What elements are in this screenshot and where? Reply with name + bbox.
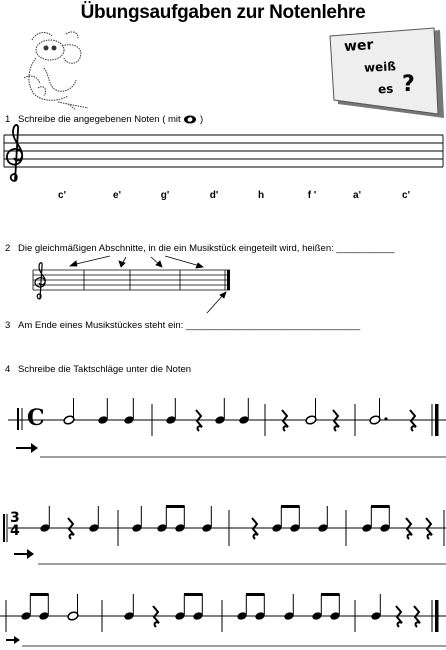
arrow-right-icon <box>16 443 38 453</box>
question-4: 4 Schreibe die Taktschläge unter die Note… <box>5 364 191 375</box>
final-barline <box>435 600 439 632</box>
treble-clef-icon <box>6 124 24 182</box>
arrow-right-icon <box>6 636 20 644</box>
answer-blank: _________________________________ <box>185 320 361 331</box>
question-1: 1 Schreibe die angegebenen Noten ( mit ) <box>5 114 203 125</box>
answer-blank: ___________ <box>336 243 395 254</box>
quarter-note-icon <box>318 506 328 532</box>
quarter-note-icon <box>284 594 294 620</box>
arrow-right-icon <box>14 549 34 559</box>
dotted-half-note-icon <box>369 398 388 425</box>
eighth-notes-beamed-icon <box>157 505 185 532</box>
quarter-note-icon <box>215 398 225 424</box>
note-name: g' <box>160 190 170 201</box>
quarter-rest-icon <box>332 409 340 432</box>
quarter-rest-icon <box>251 517 259 540</box>
half-note-icon <box>305 398 317 425</box>
quarter-note-icon <box>132 506 142 532</box>
quarter-rest-icon <box>67 517 75 540</box>
quarter-rest-icon <box>413 605 421 628</box>
question-3-text: Am Ende eines Musikstückes steht ein: <box>18 320 184 331</box>
quarter-note-icon <box>98 398 108 424</box>
note-name: c' <box>58 190 66 201</box>
question-mark: ? <box>402 72 415 97</box>
note-name: c' <box>402 190 410 201</box>
question-number: 1 <box>5 114 11 125</box>
question-2: 2 Die gleichmäßigen Abschnitte, in die ei… <box>5 243 395 254</box>
question-number: 2 <box>5 243 11 254</box>
arrows <box>68 255 227 314</box>
whole-note-icon <box>184 115 197 124</box>
question-1-text: Schreibe die angegebenen Noten ( mit <box>18 114 181 125</box>
quarter-note-icon <box>202 506 212 532</box>
quarter-rest-icon <box>409 409 417 432</box>
note-name: f ' <box>307 190 317 201</box>
quarter-rest-icon <box>195 409 203 432</box>
question-3: 3 Am Ende eines Musikstückes steht ein: _… <box>5 320 360 331</box>
question-number: 4 <box>5 364 11 375</box>
quarter-note-icon <box>89 506 99 532</box>
final-barline <box>435 404 439 436</box>
quarter-note-icon <box>166 398 176 424</box>
question-2-text: Die gleichmäßigen Abschnitte, in die ein… <box>18 243 334 254</box>
half-note-icon <box>63 398 75 425</box>
start-barline <box>3 514 5 542</box>
page-title: Übungsaufgaben zur Notenlehre <box>80 2 366 23</box>
eighth-notes-beamed-icon <box>362 505 390 532</box>
note-name: e' <box>113 190 121 201</box>
quarter-note-icon <box>239 398 249 424</box>
question-4-text: Schreibe die Taktschläge unter die Noten <box>18 364 192 375</box>
eighth-notes-beamed-icon <box>312 593 340 620</box>
question-1-text-end: ) <box>199 114 204 125</box>
note-name: d' <box>209 190 219 201</box>
note-name: h <box>257 190 265 201</box>
common-time-signature: C <box>27 405 45 431</box>
final-barline <box>227 270 230 290</box>
time-signature-top: 3 <box>10 510 20 526</box>
quarter-note-icon <box>40 506 50 532</box>
eighth-notes-beamed-icon <box>175 593 203 620</box>
quarter-note-icon <box>124 398 134 424</box>
quarter-rest-icon <box>281 409 289 432</box>
quarter-rest-icon <box>405 517 413 540</box>
time-signature-3-4: 3 4 <box>10 510 20 539</box>
quarter-rest-icon <box>152 605 160 628</box>
question-number: 3 <box>5 320 11 331</box>
note-name: a' <box>353 190 361 201</box>
half-note-icon <box>67 594 79 621</box>
time-signature-bottom: 4 <box>10 523 20 539</box>
quarter-rest-icon <box>425 517 433 540</box>
quarter-rest-icon <box>395 605 403 628</box>
quarter-note-icon <box>124 594 134 620</box>
eighth-notes-beamed-icon <box>237 593 265 620</box>
treble-clef-icon <box>34 262 46 300</box>
start-barline <box>17 408 19 430</box>
eighth-notes-beamed-icon <box>272 505 300 532</box>
eighth-notes-beamed-icon <box>21 593 49 620</box>
quarter-note-icon <box>371 594 381 620</box>
